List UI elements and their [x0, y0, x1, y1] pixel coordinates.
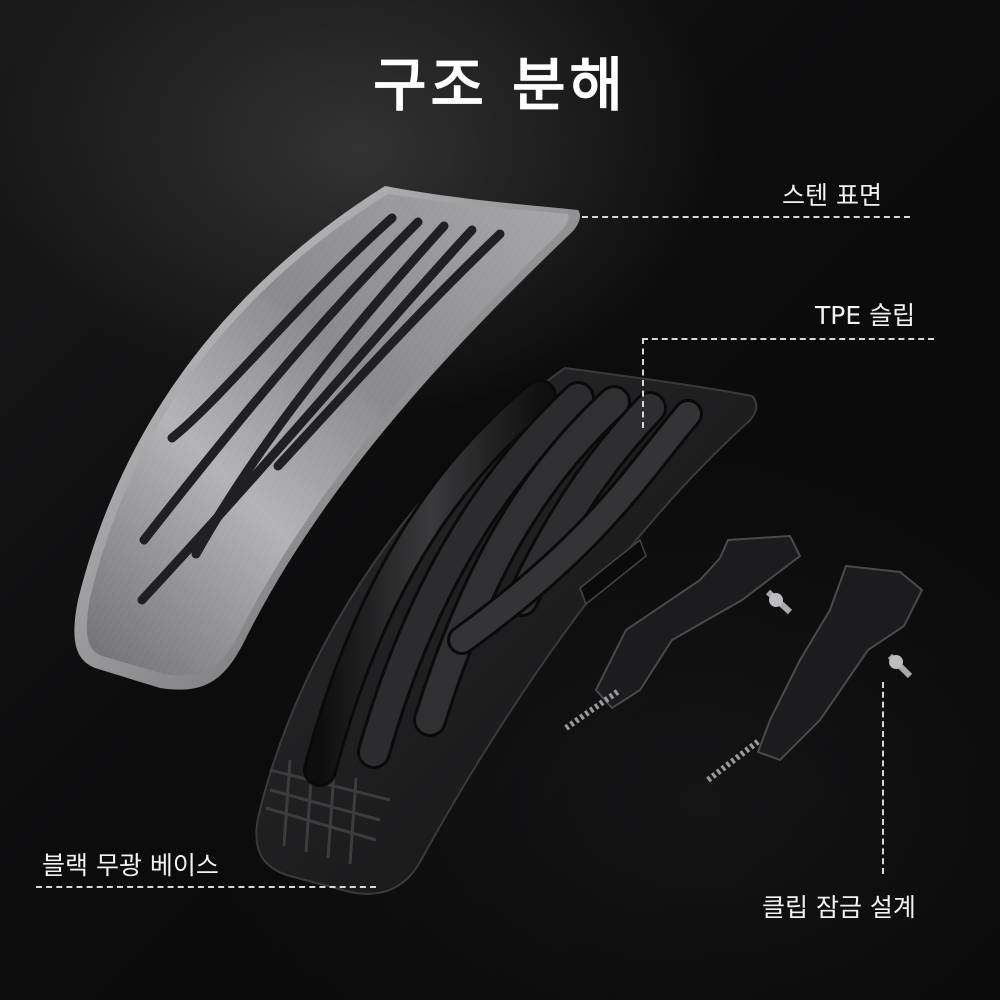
leader-tpe-slip-vertical: [642, 338, 644, 428]
label-stainless-surface: 스텐 표면: [782, 181, 882, 210]
tpe-strips: [303, 379, 703, 787]
leader-black-matte-base: [36, 886, 376, 888]
leader-tpe-slip-horizontal: [642, 338, 934, 340]
label-black-matte-base: 블랙 무광 베이스: [42, 851, 219, 880]
stainless-plate: [74, 186, 580, 690]
clip-left: [564, 534, 802, 731]
leader-clip-lock-design: [882, 682, 884, 874]
label-clip-lock-design: 클립 잠금 설계: [762, 893, 916, 922]
diagram-title: 구조 분해: [373, 51, 627, 119]
clip-right: [706, 564, 924, 783]
leader-stainless-surface: [582, 216, 910, 218]
label-tpe-slip: TPE 슬립: [815, 301, 916, 330]
